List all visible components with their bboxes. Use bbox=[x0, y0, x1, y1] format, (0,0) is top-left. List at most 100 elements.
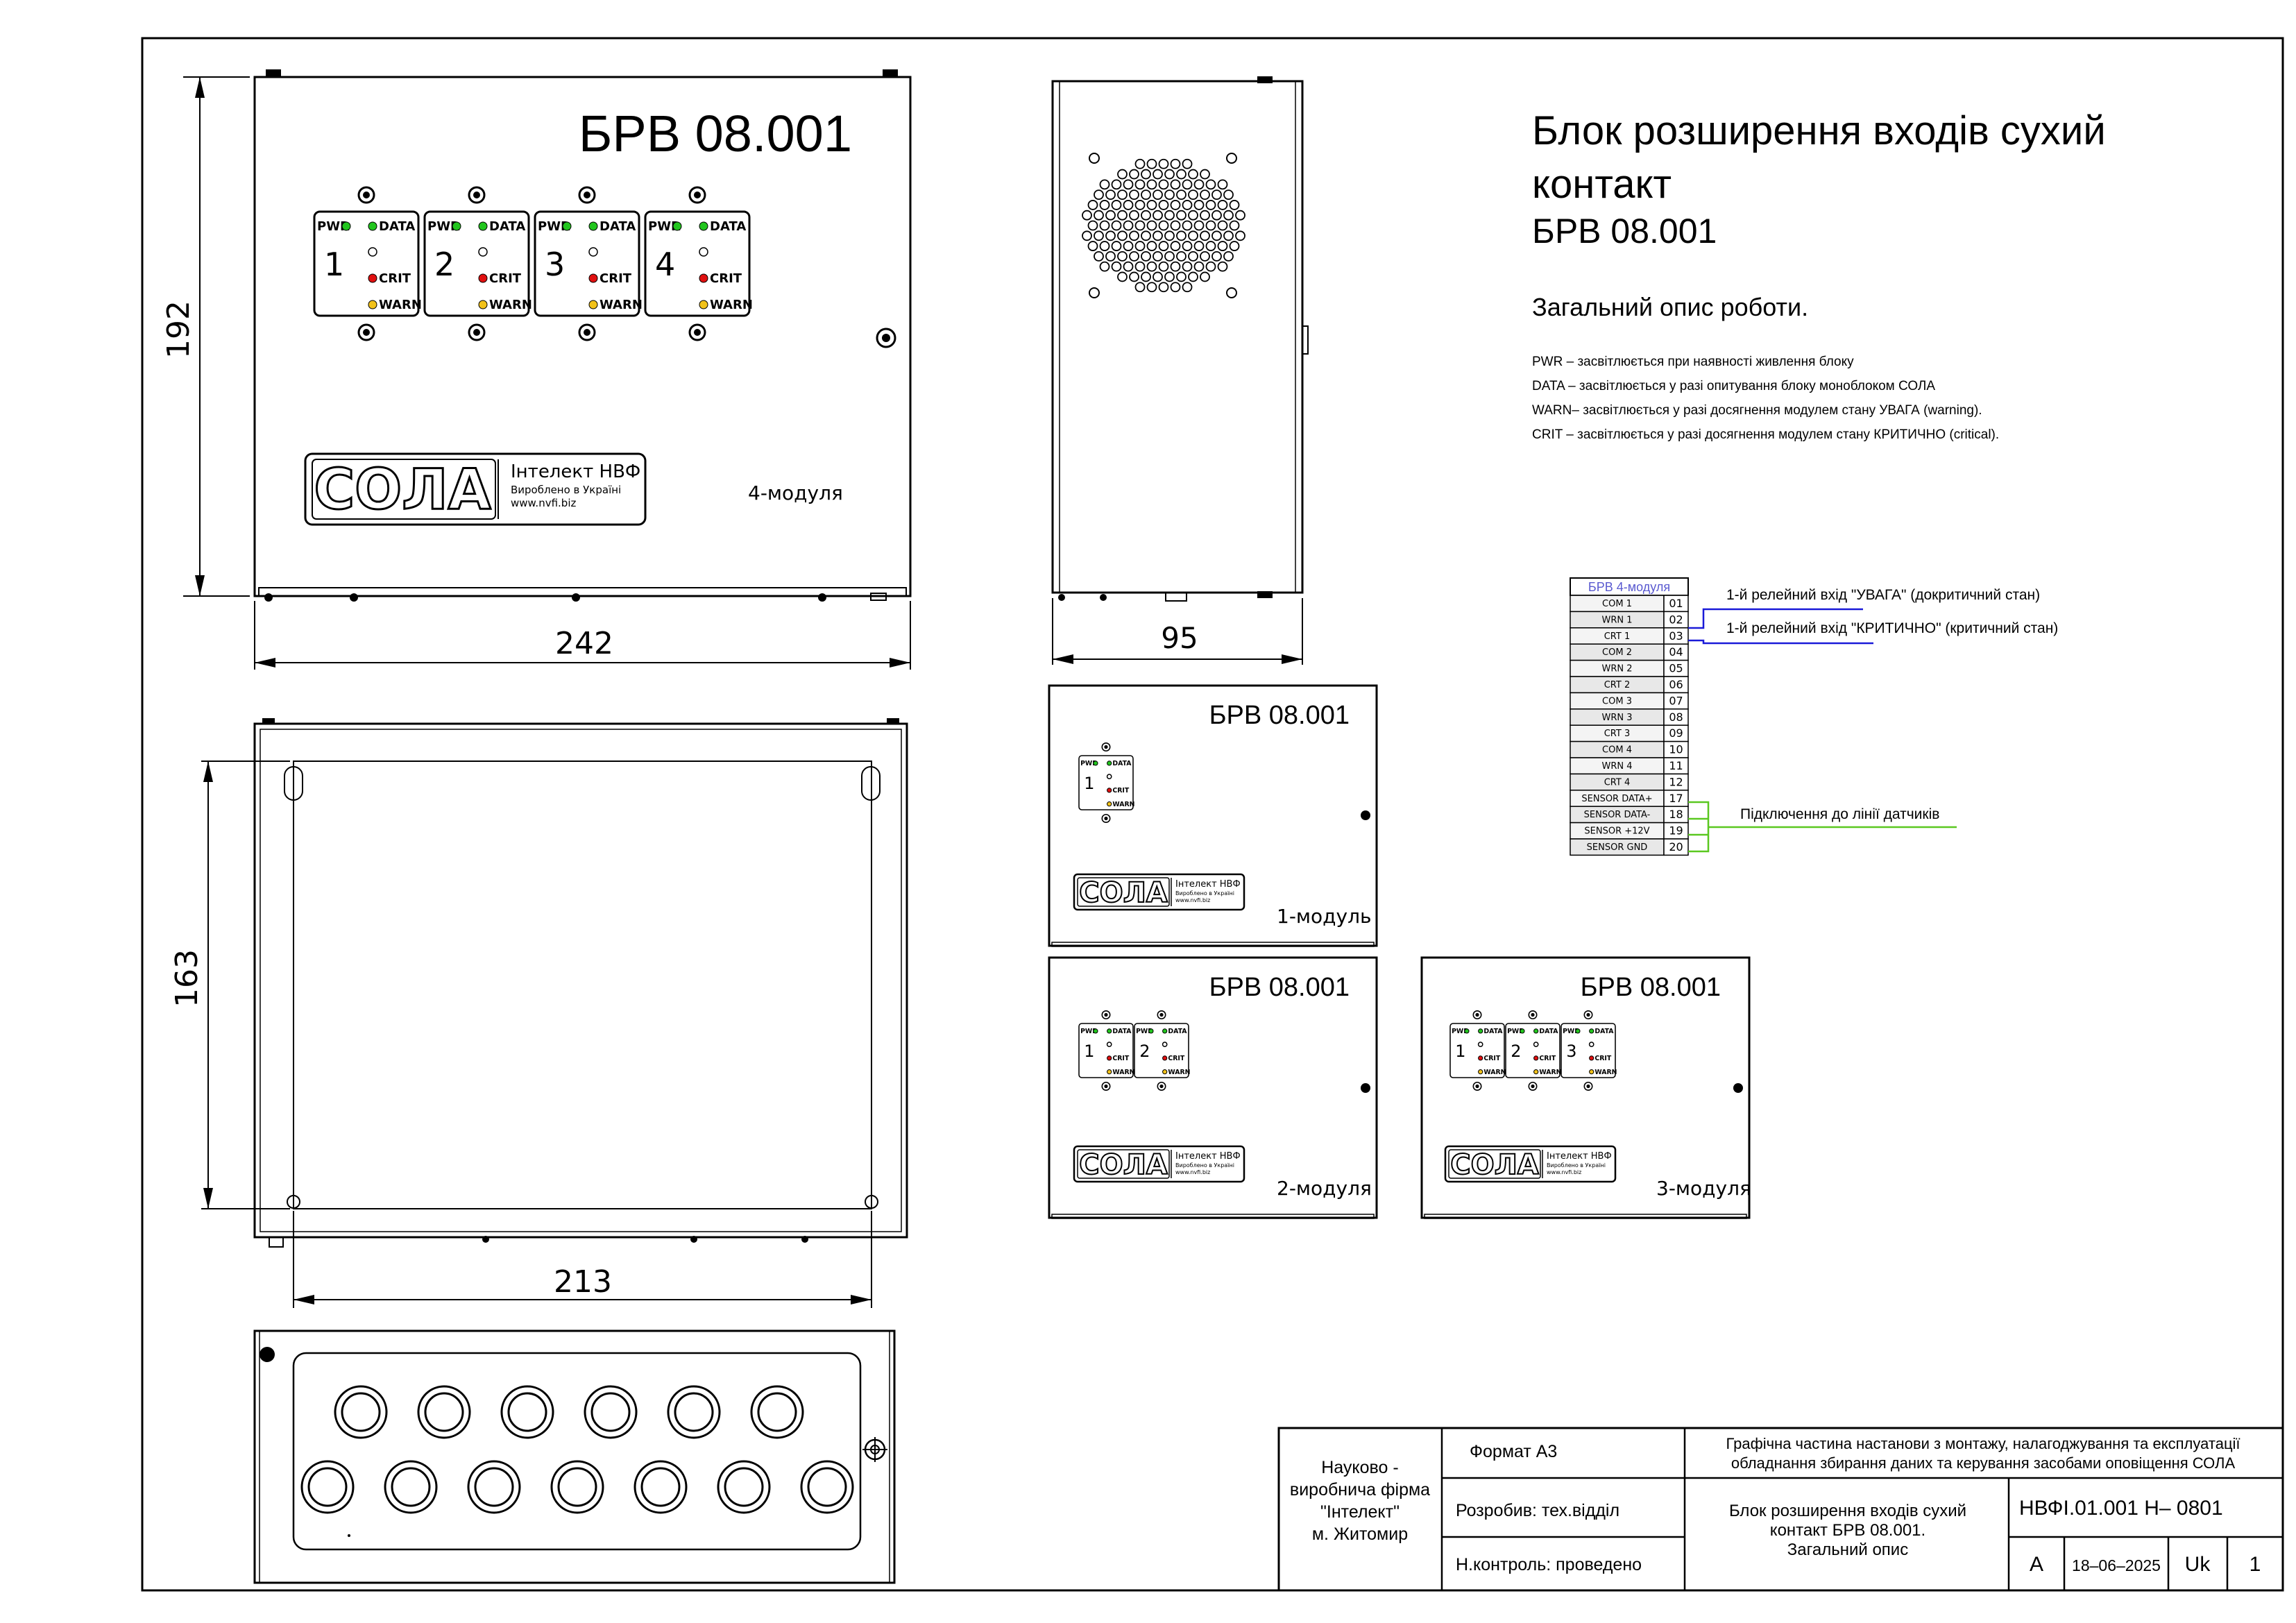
pwr-led-icon bbox=[452, 221, 461, 231]
empty-led-icon bbox=[588, 247, 598, 257]
mount-screw-icon bbox=[578, 323, 596, 341]
pwr-label: PWR bbox=[1452, 1028, 1469, 1035]
terminal-number: 12 bbox=[1669, 775, 1683, 788]
org-line3: "Інтелект" bbox=[1320, 1502, 1400, 1522]
warn-led-icon bbox=[588, 300, 598, 309]
module-number: 2 bbox=[1511, 1042, 1521, 1061]
logo-plate bbox=[304, 452, 647, 526]
terminal-number: 11 bbox=[1669, 759, 1683, 772]
terminal-name: SENSOR DATA- bbox=[1584, 810, 1651, 820]
mount-screw-icon bbox=[1472, 1081, 1482, 1091]
pwr-label: PWR bbox=[1507, 1028, 1524, 1035]
dimension-95: 95 bbox=[1052, 598, 1303, 665]
terminal-name: SENSOR +12V bbox=[1584, 826, 1649, 837]
terminal-number: 02 bbox=[1669, 613, 1683, 626]
warn-label: WARN bbox=[710, 298, 753, 312]
desc-title-line1: Блок розширення входів сухий bbox=[1532, 108, 2106, 153]
crit-label: CRIT bbox=[1539, 1055, 1556, 1062]
terminal-row: CRT 2 06 bbox=[1570, 676, 1689, 694]
doc-letter: А bbox=[2030, 1553, 2043, 1576]
mount-screw-icon bbox=[1157, 1010, 1166, 1020]
desc-line-crit: CRIT – засвітлюється у разі досягнення м… bbox=[1532, 427, 1999, 442]
crit-label: CRIT bbox=[710, 271, 742, 286]
org-line2: виробнича фірма bbox=[1290, 1480, 1430, 1499]
small3-variant: 3-модуля bbox=[1656, 1177, 1751, 1200]
wire-warn bbox=[1688, 608, 1863, 629]
module-number: 2 bbox=[1139, 1042, 1150, 1061]
data-led-icon bbox=[368, 221, 377, 231]
data-led-icon bbox=[1589, 1028, 1595, 1034]
module-number: 3 bbox=[1566, 1042, 1576, 1061]
format-label: Формат А3 bbox=[1470, 1442, 1557, 1461]
mount-screw-icon bbox=[1472, 1010, 1482, 1020]
terminal-name: CRT 2 bbox=[1604, 680, 1631, 690]
module-number: 1 bbox=[1455, 1042, 1465, 1061]
side-view bbox=[1051, 76, 1309, 602]
doc-sheet: 1 bbox=[2250, 1553, 2261, 1576]
crit-led-icon bbox=[1533, 1055, 1539, 1061]
crit-label: CRIT bbox=[1168, 1055, 1185, 1062]
crit-led-icon bbox=[588, 273, 598, 283]
terminal-name: SENSOR GND bbox=[1587, 842, 1648, 853]
crit-led-icon bbox=[1589, 1055, 1595, 1061]
terminal-number: 06 bbox=[1669, 678, 1683, 691]
module-number: 3 bbox=[545, 246, 565, 283]
small1-model: БРВ 08.001 bbox=[1209, 701, 1350, 730]
pwr-led-icon bbox=[1575, 1028, 1581, 1034]
terminal-name: CRT 3 bbox=[1604, 729, 1631, 739]
terminal-number: 10 bbox=[1669, 743, 1683, 756]
note-crit: 1-й релейний вхід "КРИТИЧНО" (критичний … bbox=[1726, 620, 2058, 636]
terminal-name: SENSOR DATA+ bbox=[1581, 794, 1652, 804]
warn-led-icon bbox=[1162, 1069, 1168, 1075]
title-block: Науково - виробнича фірма "Інтелект" м. … bbox=[1277, 1427, 2284, 1592]
cable-gland-icon bbox=[550, 1460, 604, 1514]
empty-led-icon bbox=[1477, 1042, 1483, 1048]
cable-gland-icon bbox=[750, 1385, 804, 1439]
warn-led-icon bbox=[1107, 801, 1112, 807]
dim-95-text: 95 bbox=[1161, 621, 1198, 655]
cable-gland-icon bbox=[584, 1385, 638, 1439]
empty-led-icon bbox=[1162, 1042, 1168, 1048]
empty-led-icon bbox=[699, 247, 708, 257]
pwr-label: PWR bbox=[317, 219, 350, 234]
empty-led-icon bbox=[368, 247, 377, 257]
cable-gland-icon bbox=[500, 1385, 554, 1439]
desc-title-line2: контакт bbox=[1532, 162, 1672, 207]
data-label: DATA bbox=[1168, 1028, 1187, 1035]
terminal-number: 20 bbox=[1669, 840, 1683, 853]
sola-logo-small: СОЛА bbox=[1079, 1149, 1168, 1181]
sola-logo-small: СОЛА bbox=[1079, 877, 1168, 909]
pwr-led-icon bbox=[1148, 1028, 1154, 1034]
cable-gland-icon bbox=[667, 1385, 721, 1439]
empty-led-icon bbox=[1533, 1042, 1539, 1048]
dimension-163: 163 bbox=[169, 760, 290, 1209]
module-number: 1 bbox=[1084, 1042, 1094, 1061]
website-small: www.nvfi.biz bbox=[1175, 1169, 1210, 1175]
dim-213-text: 213 bbox=[554, 1264, 612, 1300]
terminal-number: 01 bbox=[1669, 597, 1683, 610]
data-label: DATA bbox=[599, 219, 636, 234]
made-in-text: Вироблено в Україні bbox=[511, 484, 621, 496]
mount-screw-icon bbox=[468, 323, 486, 341]
terminal-name: COM 1 bbox=[1602, 599, 1632, 609]
dimension-192: 192 bbox=[161, 76, 250, 597]
pwr-led-icon bbox=[562, 221, 572, 231]
data-led-icon bbox=[478, 221, 488, 231]
mount-screw-icon bbox=[468, 186, 486, 204]
warn-led-icon bbox=[699, 300, 708, 309]
crit-led-icon bbox=[1478, 1055, 1483, 1061]
terminal-number: 03 bbox=[1669, 629, 1683, 643]
data-led-icon bbox=[588, 221, 598, 231]
dimension-213: 213 bbox=[293, 1211, 872, 1308]
